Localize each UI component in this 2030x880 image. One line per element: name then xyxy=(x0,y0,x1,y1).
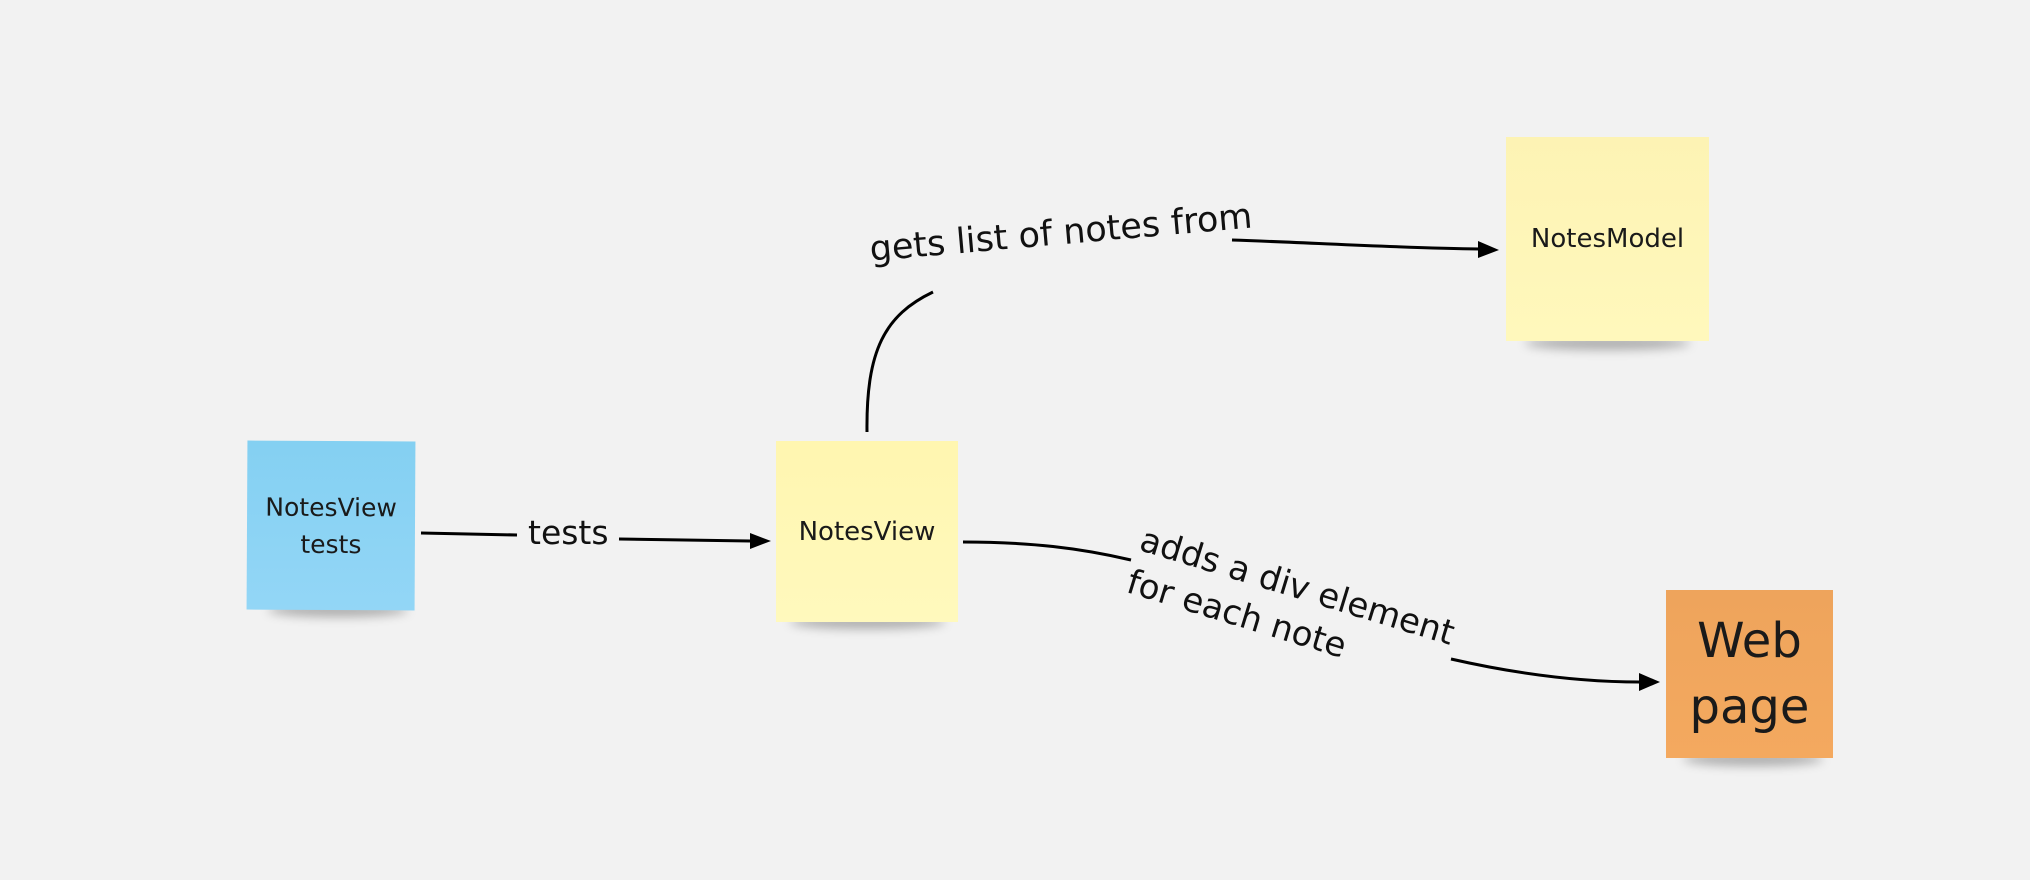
arrow-adds-div-head xyxy=(1639,673,1660,691)
arrow-gets-list-head xyxy=(1478,241,1499,258)
connector-gets-list-line[interactable] xyxy=(1231,238,1481,251)
sticky-note-notesmodel[interactable]: NotesModel xyxy=(1506,137,1709,341)
sticky-note-web-page[interactable]: Web page xyxy=(1666,590,1833,758)
note-text: NotesView xyxy=(798,516,936,547)
connector-tests-right[interactable] xyxy=(618,537,751,543)
sticky-note-notesview[interactable]: NotesView xyxy=(776,441,958,622)
connector-label-tests: tests xyxy=(528,513,609,552)
connector-adds-div-end[interactable] xyxy=(1450,657,1641,684)
connector-gets-list-curve[interactable] xyxy=(865,290,934,433)
connector-tests-left[interactable] xyxy=(420,531,518,537)
note-text: NotesView tests xyxy=(265,492,397,559)
arrow-tests-head xyxy=(750,533,771,549)
connector-adds-div-start[interactable] xyxy=(962,540,1132,562)
sticky-note-notesview-tests[interactable]: NotesView tests xyxy=(246,440,416,611)
note-text: NotesModel xyxy=(1530,224,1685,254)
connector-label-text: tests xyxy=(528,513,609,552)
note-text: Web page xyxy=(1689,613,1810,735)
